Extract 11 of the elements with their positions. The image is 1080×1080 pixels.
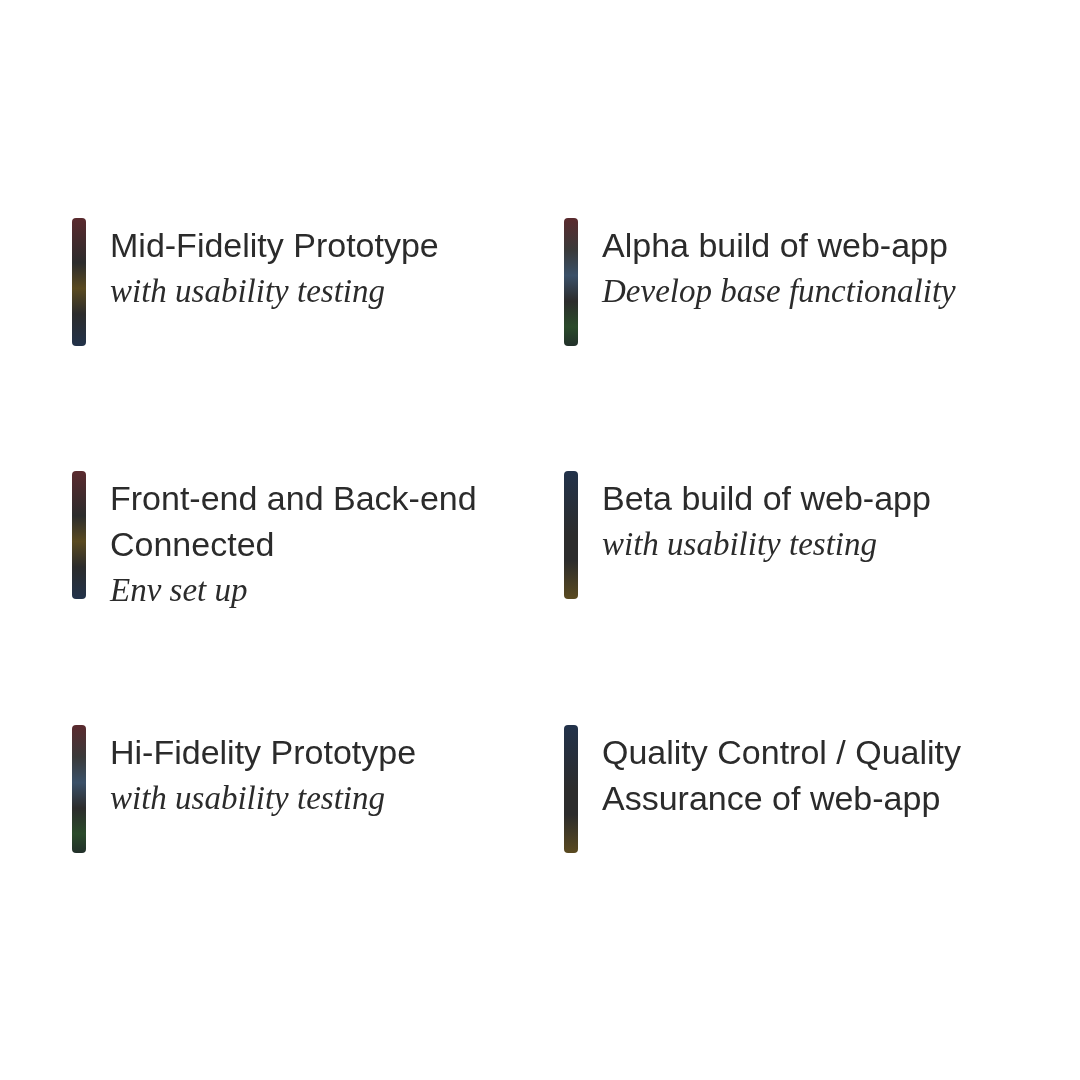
milestone-title: Quality Control / Quality Assurance of web-app — [602, 732, 963, 819]
milestone-title: Front-end and Back-end Connected — [110, 478, 478, 565]
milestone-title: Mid-Fidelity Prototype — [110, 225, 439, 266]
milestone-subtitle: Develop base functionality — [602, 272, 956, 311]
milestone-title: Hi-Fidelity Prototype — [110, 732, 417, 773]
milestone-title: Beta build of web-app — [602, 478, 931, 519]
milestone-subtitle: with usability testing — [110, 779, 386, 818]
milestone-title: Alpha build of web-app — [602, 225, 949, 266]
milestone-subtitle: Env set up — [110, 571, 249, 610]
milestone-subtitle: with usability testing — [602, 525, 878, 564]
milestone-subtitle: with usability testing — [110, 272, 386, 311]
